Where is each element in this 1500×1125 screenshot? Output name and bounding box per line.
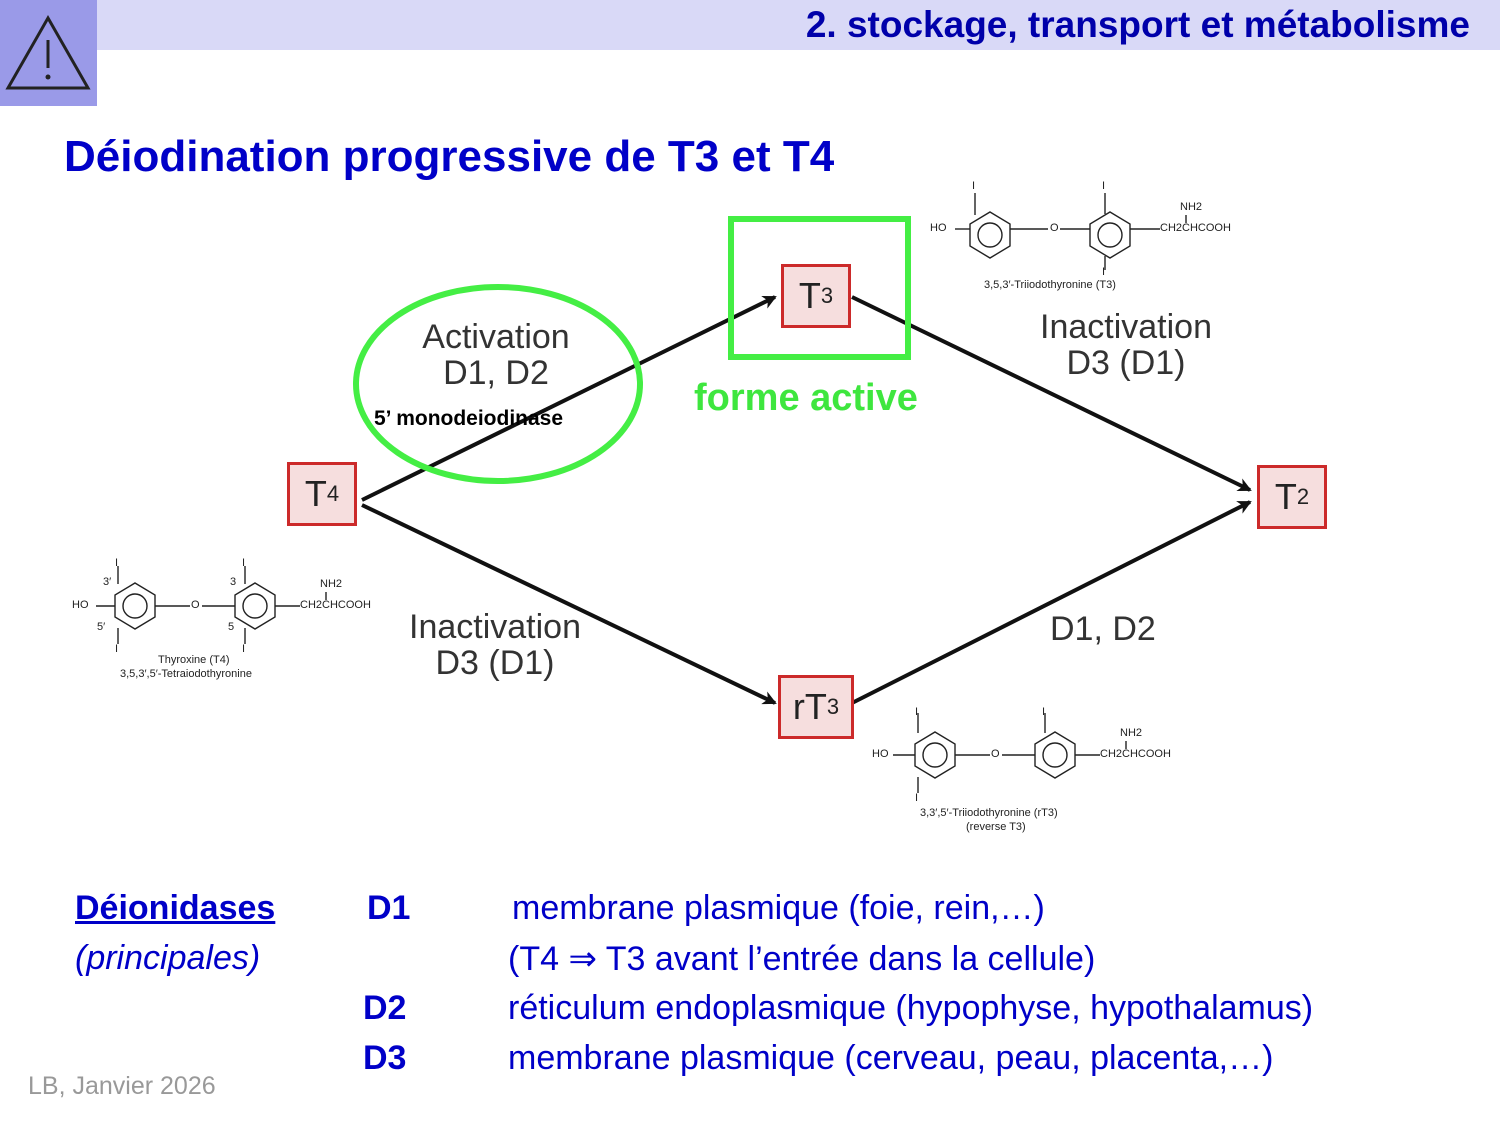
- inactivation-bottom-label: Inactivation D3 (D1): [395, 608, 595, 682]
- node-t3-sub: 3: [820, 283, 834, 308]
- t3-o-label: O: [1050, 222, 1059, 234]
- activation-label: Activation D1, D2: [410, 318, 582, 392]
- t3-side-chain: CH2CHCOOH: [1160, 222, 1231, 234]
- t4-i-bottom-right: I: [242, 643, 246, 655]
- node-rt3-sub: 3: [826, 694, 840, 719]
- t4-pos-3: 3: [230, 576, 237, 588]
- t3-i-bottom-right: I: [1102, 266, 1106, 278]
- inactivation-top-label: Inactivation D3 (D1): [1026, 308, 1226, 382]
- enzyme-d2-name: D2: [363, 989, 407, 1027]
- rt3-side-chain: CH2CHCOOH: [1100, 748, 1171, 760]
- node-t2-sub: 2: [1296, 484, 1310, 509]
- warning-triangle-icon: [5, 14, 91, 90]
- enzyme-d2-desc: réticulum endoplasmique (hypophyse, hypo…: [508, 989, 1314, 1027]
- t4-i-bottom-left: I: [115, 643, 119, 655]
- rt3-i-bottom-left: I: [915, 792, 919, 804]
- node-t4-base: T: [304, 473, 327, 514]
- enzymes-heading: Déionidases: [75, 889, 276, 927]
- t4-pos-5: 5: [228, 621, 235, 633]
- t3-nh2-label: NH2: [1180, 201, 1203, 213]
- t4-ho-label: HO: [72, 599, 89, 611]
- inactivation-bottom-line2: D3 (D1): [435, 643, 555, 682]
- enzyme-d3-desc: membrane plasmique (cerveau, peau, place…: [508, 1039, 1274, 1077]
- enzymes-subheading: (principales): [75, 939, 261, 977]
- slide-title: Déiodination progressive de T3 et T4: [64, 132, 835, 181]
- t3-i-top-right: I: [1102, 180, 1106, 192]
- rt3-o-label: O: [991, 748, 1000, 760]
- arrow-t4-to-t3: [361, 295, 777, 502]
- enzyme-d1-name: D1: [367, 889, 411, 927]
- monodeiodinase-label: 5’ monodeiodinase: [374, 407, 564, 430]
- enzyme-d1-desc: membrane plasmique (foie, rein,…): [512, 889, 1045, 927]
- activation-highlight-ellipse: [353, 284, 643, 484]
- rt3-molecule-name-2: (reverse T3): [966, 821, 1026, 833]
- footer-credit: LB, Janvier 2026: [28, 1072, 216, 1100]
- forme-active-label: forme active: [694, 377, 918, 419]
- activation-label-line2: D1, D2: [443, 353, 549, 392]
- enzyme-d1-note: (T4 ⇒ T3 avant l’entrée dans la cellule): [508, 940, 1096, 978]
- arrow-t3-to-t2: [851, 295, 1252, 492]
- t4-i-top-left: I: [115, 557, 119, 569]
- t4-nh2-label: NH2: [320, 578, 343, 590]
- t3-highlight-box: [728, 216, 911, 360]
- t4-pos-3prime: 3′: [103, 576, 112, 588]
- header-bar: 2. stockage, transport et métabolisme: [97, 0, 1500, 50]
- warning-box: [0, 0, 97, 106]
- rt3-molecule-structure: [893, 713, 1127, 793]
- t3-i-top-left: I: [972, 180, 976, 192]
- activation-label-line1: Activation: [422, 318, 570, 356]
- inactivation-bottom-line1: Inactivation: [409, 608, 581, 646]
- t4-molecule-name-1: Thyroxine (T4): [158, 654, 230, 666]
- t4-pos-5prime: 5′: [97, 621, 106, 633]
- t3-molecule-name: 3,5,3′-Triiodothyronine (T3): [984, 279, 1116, 291]
- d1-d2-label: D1, D2: [1050, 610, 1156, 648]
- node-rt3-base: rT: [792, 686, 827, 727]
- arrow-t4-to-rt3: [361, 503, 777, 705]
- t3-ho-label: HO: [930, 222, 947, 234]
- rt3-i-top-right: I: [1042, 706, 1046, 718]
- t4-o-label: O: [191, 599, 200, 611]
- node-t4-sub: 4: [326, 481, 340, 506]
- arrow-rt3-to-t2: [851, 500, 1252, 705]
- rt3-i-top-left: I: [915, 706, 919, 718]
- inactivation-top-line1: Inactivation: [1040, 308, 1212, 346]
- t4-i-top-right: I: [242, 557, 246, 569]
- inactivation-top-line2: D3 (D1): [1066, 343, 1186, 382]
- header-title: 2. stockage, transport et métabolisme: [805, 4, 1470, 45]
- t4-side-chain: CH2CHCOOH: [300, 599, 371, 611]
- node-t2-base: T: [1274, 476, 1297, 517]
- enzyme-d3-name: D3: [363, 1039, 407, 1077]
- rt3-molecule-name-1: 3,3′,5′-Triiodothyronine (rT3): [920, 807, 1058, 819]
- t4-molecule-structure: [96, 566, 327, 644]
- t3-molecule-structure: [955, 193, 1187, 270]
- node-t3-base: T: [798, 275, 821, 316]
- rt3-ho-label: HO: [872, 748, 889, 760]
- t4-molecule-name-2: 3,5,3′,5′-Tetraiodothyronine: [120, 668, 252, 680]
- rt3-nh2-label: NH2: [1120, 727, 1143, 739]
